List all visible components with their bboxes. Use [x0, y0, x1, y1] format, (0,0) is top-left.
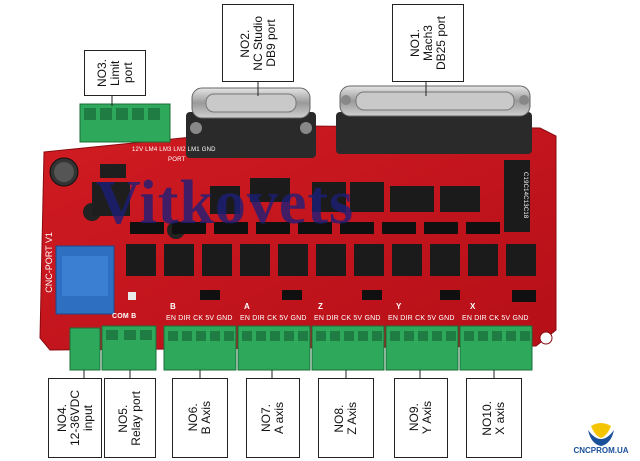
optocoupler-row [126, 244, 536, 276]
cncprom-logo-icon [588, 423, 614, 446]
silk-pins-z: EN DIR CK 5V GND [314, 315, 381, 322]
callout-no6: NO6. B Axis [172, 378, 228, 458]
callout-no1-text: NO1. Mach3 DB25 port [407, 15, 448, 71]
silk-port: PORT [168, 157, 186, 163]
callout-no3-text: NO3. Limit port [94, 58, 135, 87]
relay-terminal-block [101, 325, 157, 371]
callout-no9-text: NO9. Y Axis [407, 401, 434, 435]
callout-no7-text: NO7. A axis [259, 401, 286, 434]
silk-axis-b: B [170, 302, 176, 311]
callout-no1: NO1. Mach3 DB25 port [392, 4, 464, 82]
logo-text: CNCPROM.UA [573, 446, 629, 455]
silk-pins-x: EN DIR CK 5V GND [462, 315, 529, 322]
silk-board-name: CNC-PORT V1 [44, 232, 54, 293]
led [128, 292, 136, 300]
db9-connector [186, 87, 316, 158]
silk-limit-pins: 12V LM4 LM3 LM2 LM1 GND [132, 147, 216, 153]
callout-no5: NO5. Relay port [104, 378, 156, 458]
callout-no10: NO10. X axis [466, 378, 522, 458]
silk-axis-y: Y [396, 302, 402, 311]
silk-pins-y: EN DIR CK 5V GND [388, 315, 455, 322]
callout-no6-text: NO6. B Axis [186, 401, 213, 435]
limit-terminal-block [79, 103, 171, 143]
db25-connector [336, 85, 532, 154]
callout-no4: NO4. 12-36VDC input [48, 378, 102, 458]
silk-relay: COM B [112, 313, 137, 320]
callout-no2: NO2. NC Studio DB9 port [222, 4, 294, 82]
callout-no5-text: NO5. Relay port [116, 390, 143, 446]
silk-pins-a: EN DIR CK 5V GND [240, 315, 307, 322]
callout-no7: NO7. A axis [246, 378, 300, 458]
callout-no4-text: NO4. 12-36VDC input [54, 389, 95, 447]
callout-no3: NO3. Limit port [84, 50, 146, 96]
silk-c-refs: C19C14C13C18 [522, 172, 528, 219]
silk-pins-b: EN DIR CK 5V GND [166, 315, 233, 322]
power-terminal-block [69, 327, 101, 371]
watermark-text: Vitkovets [96, 169, 355, 237]
silk-axis-x: X [470, 302, 476, 311]
callout-no8: NO8. Z Axis [318, 378, 374, 458]
callout-no9: NO9. Y Axis [394, 378, 448, 458]
callout-no10-text: NO10. X axis [480, 400, 507, 436]
silk-axis-z: Z [318, 302, 323, 311]
silk-axis-a: A [244, 302, 250, 311]
callout-no2-text: NO2. NC Studio DB9 port [237, 15, 278, 71]
callout-no8-text: NO8. Z Axis [332, 401, 359, 435]
ic-chips [210, 160, 530, 232]
